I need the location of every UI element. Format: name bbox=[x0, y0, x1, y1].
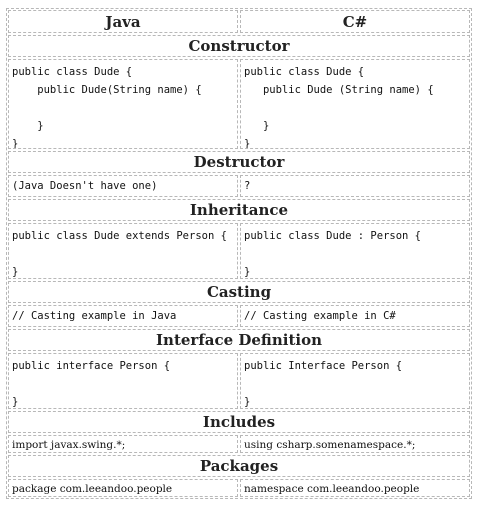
section-title-destructor: Destructor bbox=[8, 151, 470, 173]
csharp-column-header: C# bbox=[240, 10, 470, 33]
csharp-destructor-code: ? bbox=[240, 175, 470, 197]
java-packages-code: package com.leeandoo.people bbox=[8, 479, 238, 497]
csharp-includes-code: using csharp.somenamespace.*; bbox=[240, 435, 470, 453]
csharp-inheritance-code: public class Dude : Person { } bbox=[240, 223, 470, 279]
java-column-header: Java bbox=[8, 10, 238, 33]
packages-row: package com.leeandoo.people namespace co… bbox=[7, 478, 471, 498]
section-title-packages: Packages bbox=[8, 455, 470, 477]
java-destructor-code: (Java Doesn't have one) bbox=[8, 175, 238, 197]
java-inheritance-code: public class Dude extends Person { } bbox=[8, 223, 238, 279]
constructor-row: public class Dude { public Dude(String n… bbox=[7, 58, 471, 150]
csharp-constructor-code: public class Dude { public Dude (String … bbox=[240, 59, 470, 149]
section-title-casting: Casting bbox=[8, 281, 470, 303]
table-header-row: Java C# bbox=[7, 9, 471, 34]
java-includes-code: import javax.swing.*; bbox=[8, 435, 238, 453]
section-title-constructor: Constructor bbox=[8, 35, 470, 57]
java-constructor-code: public class Dude { public Dude(String n… bbox=[8, 59, 238, 149]
destructor-row: (Java Doesn't have one) ? bbox=[7, 174, 471, 198]
csharp-casting-code: // Casting example in C# bbox=[240, 305, 470, 327]
section-title-interface: Interface Definition bbox=[8, 329, 470, 351]
inheritance-row: public class Dude extends Person { } pub… bbox=[7, 222, 471, 280]
section-title-includes: Includes bbox=[8, 411, 470, 433]
section-title-inheritance: Inheritance bbox=[8, 199, 470, 221]
csharp-interface-code: public Interface Person { } bbox=[240, 353, 470, 409]
includes-row: import javax.swing.*; using csharp.somen… bbox=[7, 434, 471, 454]
casting-row: // Casting example in Java // Casting ex… bbox=[7, 304, 471, 328]
comparison-table: Java C# Constructor public class Dude { … bbox=[6, 8, 472, 499]
csharp-packages-code: namespace com.leeandoo.people bbox=[240, 479, 470, 497]
interface-row: public interface Person { } public Inter… bbox=[7, 352, 471, 410]
java-casting-code: // Casting example in Java bbox=[8, 305, 238, 327]
java-interface-code: public interface Person { } bbox=[8, 353, 238, 409]
